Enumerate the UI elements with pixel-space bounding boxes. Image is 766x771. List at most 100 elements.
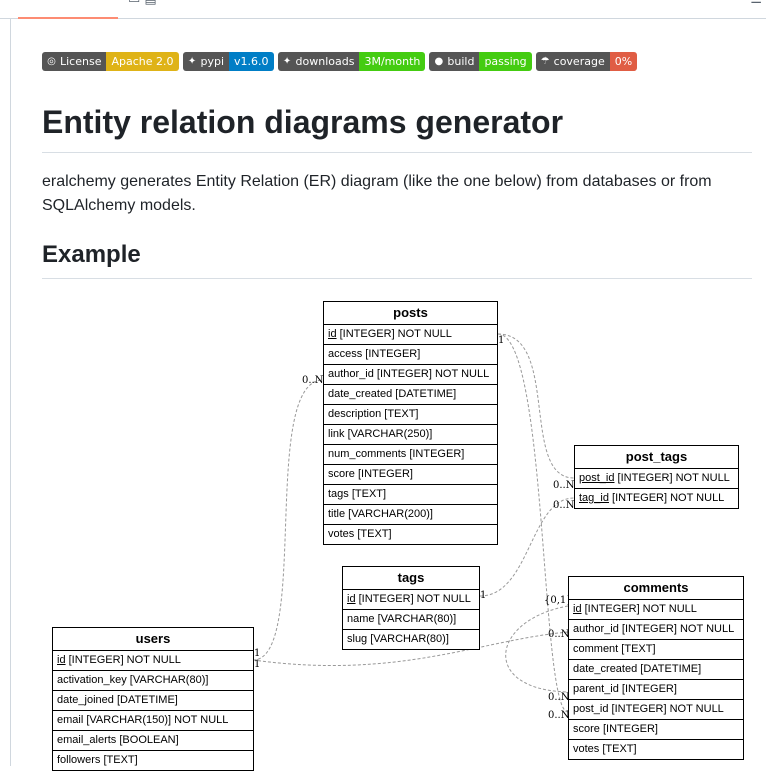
badge-value: passing xyxy=(479,52,532,71)
badge-license[interactable]: ◎License Apache 2.0 xyxy=(42,52,179,71)
column-name: followers xyxy=(57,754,101,766)
table-column-row: activation_key [VARCHAR(80)] xyxy=(53,671,253,691)
table-title: posts xyxy=(324,302,497,325)
card-users-one-b: 1 xyxy=(254,659,260,670)
badge-value: Apache 2.0 xyxy=(106,52,179,71)
column-type: [TEXT] xyxy=(381,408,419,420)
column-name: tags xyxy=(328,488,349,500)
table-column-row: comment [TEXT] xyxy=(569,640,743,660)
column-name: email xyxy=(57,714,84,726)
column-name: id xyxy=(347,593,356,605)
badge-value: 0% xyxy=(609,52,638,71)
badge-downloads[interactable]: ✦downloads 3M/month xyxy=(277,52,426,71)
github-icon: ● xyxy=(434,56,444,67)
table-column-row: followers [TEXT] xyxy=(53,751,253,770)
column-name: comment xyxy=(573,643,619,655)
column-type: [VARCHAR(80)] xyxy=(374,613,457,625)
table-column-row: email [VARCHAR(150)] NOT NULL xyxy=(53,711,253,731)
column-name: votes xyxy=(328,528,355,540)
column-name: link xyxy=(328,428,345,440)
table-column-row: link [VARCHAR(250)] xyxy=(324,425,497,445)
column-type: [INTEGER] NOT NULL xyxy=(336,328,452,340)
table-column-row: tag_id [INTEGER] NOT NULL xyxy=(575,489,738,508)
column-name: date_created xyxy=(573,663,638,675)
table-column-row: name [VARCHAR(80)] xyxy=(343,610,479,630)
table-title: tags xyxy=(343,567,479,590)
tab-partial-icon[interactable]: ▭ ▤ xyxy=(128,0,157,7)
column-type: [INTEGER] xyxy=(354,468,413,480)
table-column-row: id [INTEGER] NOT NULL xyxy=(53,651,253,671)
column-name: description xyxy=(328,408,382,420)
column-name: email_alerts xyxy=(57,734,117,746)
column-type: [VARCHAR(80)] xyxy=(367,633,449,645)
column-type: [INTEGER] NOT NULL xyxy=(608,492,725,504)
tab-readme-active[interactable] xyxy=(18,0,118,19)
column-name: id xyxy=(57,654,66,666)
card-users-one-a: 1 xyxy=(254,648,260,659)
column-type: [INTEGER] xyxy=(362,348,421,360)
column-type: [DATETIME] xyxy=(113,694,178,706)
python-icon: ✦ xyxy=(282,56,292,67)
column-type: [BOOLEAN] xyxy=(116,734,179,746)
card-comments-author-many: 0..N xyxy=(548,629,570,640)
column-type: [INTEGER] NOT NULL xyxy=(355,593,471,605)
card-post-tags-post-many: 0..N xyxy=(553,480,575,491)
column-name: author_id xyxy=(573,623,619,635)
badge-label: build xyxy=(447,55,475,68)
coverage-icon: ☂ xyxy=(540,56,550,67)
column-type: [VARCHAR(80)] xyxy=(126,674,209,686)
column-type: [VARCHAR(150)] NOT NULL xyxy=(83,714,229,726)
column-name: num_comments xyxy=(328,448,407,460)
badge-label: License xyxy=(60,55,102,68)
table-title: comments xyxy=(569,577,743,600)
table-title: post_tags xyxy=(575,446,738,469)
column-type: [INTEGER] NOT NULL xyxy=(614,472,730,484)
column-type: [DATETIME] xyxy=(637,663,702,675)
table-column-row: date_joined [DATETIME] xyxy=(53,691,253,711)
card-posts-one-b: 1 xyxy=(498,335,504,346)
table-column-row: date_created [DATETIME] xyxy=(324,385,497,405)
edge-posts-comments xyxy=(497,333,569,713)
column-name: tag_id xyxy=(579,492,609,504)
column-type: [TEXT] xyxy=(354,528,392,540)
column-name: score xyxy=(328,468,355,480)
column-name: parent_id xyxy=(573,683,619,695)
card-tags-one: 1 xyxy=(480,590,486,601)
badge-build[interactable]: ●build passing xyxy=(429,52,532,71)
example-heading: Example xyxy=(42,241,141,268)
table-column-row: score [INTEGER] xyxy=(324,465,497,485)
column-name: slug xyxy=(347,633,368,645)
table-column-row: id [INTEGER] NOT NULL xyxy=(324,325,497,345)
badge-label: coverage xyxy=(553,55,605,68)
table-column-row: tags [TEXT] xyxy=(324,485,497,505)
outline-icon[interactable]: ☰ xyxy=(750,0,762,7)
column-type: [TEXT] xyxy=(100,754,138,766)
column-name: score xyxy=(573,723,600,735)
table-column-row: description [TEXT] xyxy=(324,405,497,425)
column-name: id xyxy=(328,328,337,340)
card-comments-parent-many: 0..N xyxy=(548,692,570,703)
column-name: name xyxy=(347,613,375,625)
card-post-tags-tag-many: 0..N xyxy=(553,500,575,511)
column-type: [INTEGER] xyxy=(406,448,465,460)
table-column-row: parent_id [INTEGER] xyxy=(569,680,743,700)
table-column-row: id [INTEGER] NOT NULL xyxy=(343,590,479,610)
table-column-row: id [INTEGER] NOT NULL xyxy=(569,600,743,620)
column-type: [INTEGER] xyxy=(618,683,677,695)
column-type: [DATETIME] xyxy=(392,388,457,400)
column-type: [INTEGER] NOT NULL xyxy=(618,623,735,635)
table-column-row: author_id [INTEGER] NOT NULL xyxy=(569,620,743,640)
badge-pypi[interactable]: ✦pypi v1.6.0 xyxy=(182,52,274,71)
page-title: Entity relation diagrams generator xyxy=(42,104,564,140)
table-column-row: email_alerts [BOOLEAN] xyxy=(53,731,253,751)
edge-comments-self-parent xyxy=(505,605,569,693)
badge-coverage[interactable]: ☂coverage 0% xyxy=(535,52,638,71)
badge-label: downloads xyxy=(295,55,355,68)
column-name: title xyxy=(328,508,346,520)
edge-users-comments xyxy=(252,631,569,667)
column-name: post_id xyxy=(579,472,615,484)
